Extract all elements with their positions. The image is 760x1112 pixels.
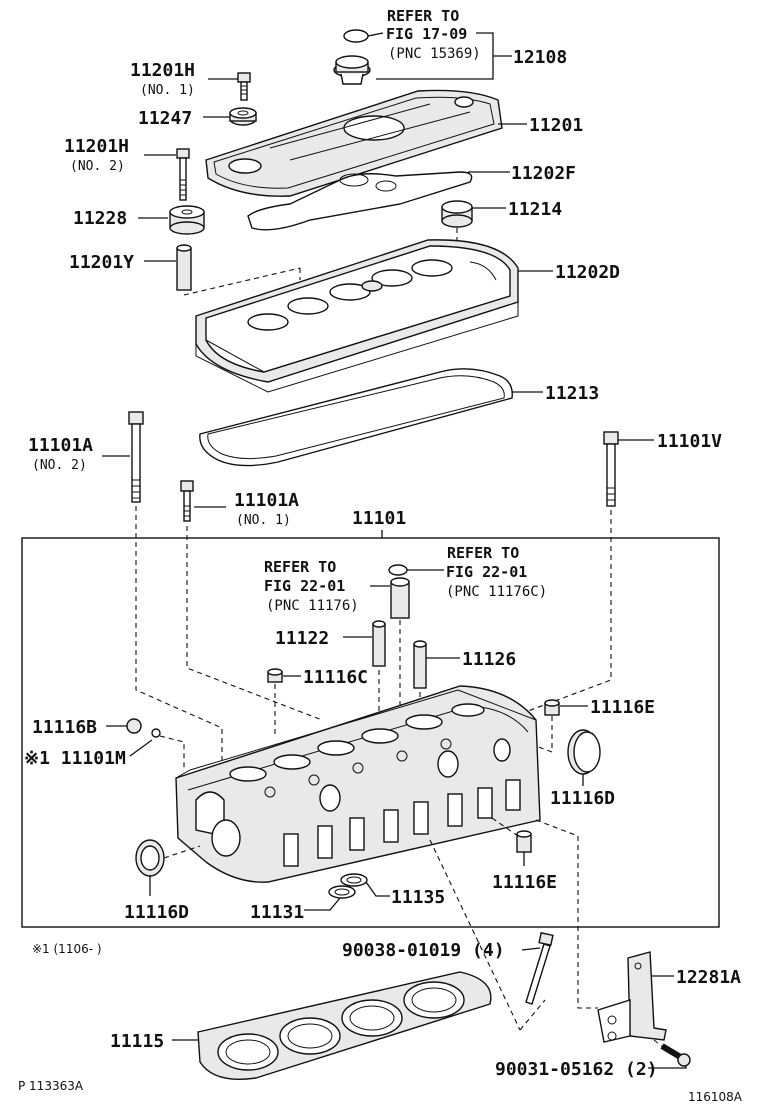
- label-11201H-no2[interactable]: 11201H: [64, 136, 129, 157]
- grommet-11228: [169, 205, 205, 235]
- cylinder-head-cover-11202D: [195, 239, 519, 393]
- label-11116C[interactable]: 11116C: [303, 667, 368, 688]
- label-11202D[interactable]: 11202D: [555, 262, 620, 283]
- label-11116B[interactable]: 11116B: [32, 717, 97, 738]
- bolt-11201H-no1: [237, 72, 251, 101]
- label-11116D-right[interactable]: 11116D: [550, 788, 615, 809]
- oil-filler-cap: [333, 55, 371, 85]
- footnote: ※1 (1106- ): [32, 942, 102, 956]
- plug-11116E-bottom: [516, 830, 532, 853]
- head-bolt-11101V: [603, 431, 619, 507]
- pin-11126: [413, 640, 427, 689]
- label-11116E-bottom[interactable]: 11116E: [492, 872, 557, 893]
- head-bolt-11101A-no2: [128, 411, 144, 503]
- plug-11116D-left: [135, 839, 165, 877]
- pin-11122: [372, 620, 386, 667]
- right-refer-pnc: (PNC 11176C): [446, 584, 547, 600]
- label-11101A-no2[interactable]: 11101A: [28, 435, 93, 456]
- label-11214[interactable]: 11214: [508, 199, 562, 220]
- valve-stem-seal-ref: [388, 564, 408, 576]
- top-refer-label: REFER TO: [387, 7, 459, 25]
- label-11228[interactable]: 11228: [73, 208, 127, 229]
- cylinder-head-cover-sub-assy: [205, 89, 503, 197]
- label-11115[interactable]: 11115: [110, 1031, 164, 1052]
- head-cover-gasket-11213: [199, 368, 513, 467]
- label-11202F[interactable]: 11202F: [511, 163, 576, 184]
- label-11201Y[interactable]: 11201Y: [69, 252, 134, 273]
- cylinder-head-assembly-box: [21, 537, 720, 928]
- cylinder-head-sub-assy: [175, 685, 541, 883]
- seal-11131: [328, 885, 356, 899]
- right-refer-fig[interactable]: FIG 22-01: [446, 563, 527, 581]
- bolt-90038: [525, 932, 554, 1005]
- plug-11116C: [267, 668, 283, 683]
- label-11101[interactable]: 11101: [352, 508, 406, 529]
- plug-11116E-top: [544, 699, 560, 716]
- label-11201H-no1-sub: (NO. 1): [140, 83, 195, 98]
- label-11101V[interactable]: 11101V: [657, 431, 722, 452]
- head-cover-gasket-11202F: [247, 171, 473, 231]
- pin-11101M: [151, 728, 161, 738]
- top-refer-pnc: (PNC 15369): [388, 46, 481, 62]
- label-11213[interactable]: 11213: [545, 383, 599, 404]
- label-11247[interactable]: 11247: [138, 108, 192, 129]
- label-90038[interactable]: 90038-01019 (4): [342, 940, 505, 961]
- label-11201H-no2-sub: (NO. 2): [70, 159, 125, 174]
- plug-seal-11214: [441, 200, 473, 228]
- label-11101A-no2-sub: (NO. 2): [32, 458, 87, 473]
- label-11116E-top[interactable]: 11116E: [590, 697, 655, 718]
- label-12108[interactable]: 12108: [513, 47, 567, 68]
- label-11131[interactable]: 11131: [250, 902, 304, 923]
- illustration-code-right: 116108A: [688, 1090, 743, 1104]
- label-90031[interactable]: 90031-05162 (2): [495, 1059, 658, 1080]
- label-11126[interactable]: 11126: [462, 649, 516, 670]
- label-11116D-left[interactable]: 11116D: [124, 902, 189, 923]
- plug-11116B: [126, 718, 142, 734]
- top-refer-fig[interactable]: FIG 17-09: [386, 25, 467, 43]
- left-refer-pnc: (PNC 11176): [266, 598, 359, 614]
- pin-11201Y: [176, 244, 192, 291]
- bracket-12281A: [597, 951, 667, 1043]
- left-refer-fig[interactable]: FIG 22-01: [264, 577, 345, 595]
- bolt-11201H-no2: [176, 148, 190, 201]
- plug-11116D-right: [567, 729, 601, 775]
- left-refer-label: REFER TO: [264, 558, 336, 576]
- valve-guide-bush-ref: [390, 577, 410, 619]
- label-11101M[interactable]: ※1 11101M: [24, 748, 126, 769]
- seal-11135: [340, 873, 368, 887]
- label-11101A-no1[interactable]: 11101A: [234, 490, 299, 511]
- head-bolt-11101A-no1: [180, 480, 194, 522]
- illustration-code-left: P 113363A: [18, 1079, 84, 1093]
- label-11101A-no1-sub: (NO. 1): [236, 513, 291, 528]
- label-11201H-no1[interactable]: 11201H: [130, 60, 195, 81]
- oil-cap-gasket-ref: [343, 29, 369, 43]
- right-refer-label: REFER TO: [447, 544, 519, 562]
- label-12281A[interactable]: 12281A: [676, 967, 741, 988]
- label-11135[interactable]: 11135: [391, 887, 445, 908]
- label-11122[interactable]: 11122: [275, 628, 329, 649]
- bolt-90031: [660, 1043, 691, 1067]
- label-11201[interactable]: 11201: [529, 115, 583, 136]
- seal-washer-11247: [229, 107, 257, 126]
- cylinder-head-gasket-11115: [197, 971, 492, 1080]
